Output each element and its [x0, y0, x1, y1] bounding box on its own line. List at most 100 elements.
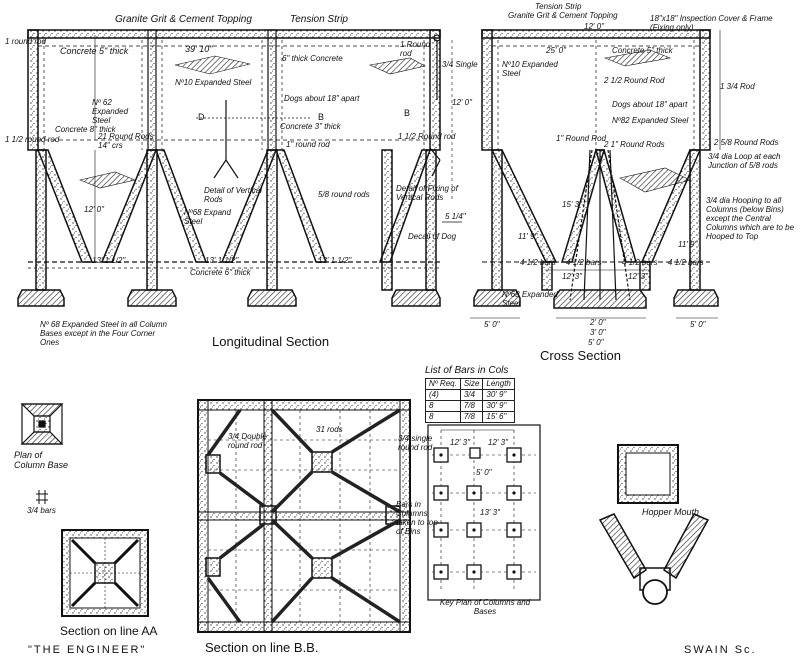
key-plan [427, 424, 541, 601]
table-cell: 8 [425, 411, 461, 423]
cross-concrete-5: Concrete 5" thick [612, 46, 673, 55]
long-dim-13-1-right: 13' 1 1/2" [318, 256, 352, 265]
cross-dim-11-9-right: 11' 9" [678, 240, 698, 249]
long-concrete-3: Concrete 3" thick [280, 122, 341, 131]
long-concrete-6-top: 6" thick Concrete [282, 54, 343, 63]
bars-table-title: List of Bars in Cols [425, 365, 509, 376]
table-cell: 30' 9" [482, 400, 515, 412]
key-plan-dim-12-3-a: 12' 3" [450, 438, 470, 447]
cross-topping-label: Granite Grit & Cement Topping [508, 11, 618, 20]
cross-dim-5-0-left: 5' 0" [484, 320, 500, 329]
table-cell: 30' 9" [482, 389, 515, 401]
detail-round-rod-2: 1 1/2 Round rod [398, 132, 456, 141]
table-cell: 7/8 [459, 400, 484, 412]
cross-tension-strip-label: Tension Strip [535, 2, 582, 11]
cross-dim-12-top: 12' 0" [584, 22, 604, 31]
cross-section [470, 29, 721, 319]
detail-dog-dim: 5 1/4" [445, 212, 466, 221]
long-concrete-6-bottom: Concrete 6" thick [190, 268, 251, 277]
long-letter-d: D [198, 112, 205, 122]
long-letter-b-left: B [318, 112, 325, 122]
detail-dog: Decail of Dog [408, 232, 457, 241]
section-aa [61, 529, 149, 617]
long-round-rods-21: 21 Round Rods 14" crs [98, 132, 154, 150]
key-plan-dim-5-0: 5' 0" [476, 468, 492, 477]
cross-round-rod-2: 2 1/2 Round Rod [604, 76, 665, 85]
table-header-cell: Length [482, 378, 515, 390]
table-row: Nº Req. Size Length [425, 378, 515, 390]
long-note-bases: Nº 68 Expanded Steel in all Column Bases… [40, 320, 167, 347]
engraver-credit: SWAIN Sc. [684, 644, 757, 656]
cross-dim-5-0-mid: 5' 0" [588, 338, 604, 347]
engineer-credit: "THE ENGINEER" [28, 644, 147, 656]
table-row: (4) 3/4 30' 9" [425, 389, 515, 401]
cross-dim-11-9-left: 11' 9" [518, 232, 538, 241]
cross-dim-12-3-right: 12' 3" [628, 272, 648, 281]
section-aa-caption: Section on line AA [60, 624, 158, 638]
longitudinal-section-caption: Longitudinal Section [212, 334, 330, 349]
hopper-mouth-caption: Hopper Mouth [642, 507, 700, 517]
tension-strip-label: Tension Strip [290, 14, 348, 25]
long-expanded-steel-62: Nº 62 Expanded Steel [92, 98, 129, 125]
long-expanded-steel-10: Nº10 Expanded Steel [175, 78, 252, 87]
long-dogs-spacing: Dogs about 18" apart [284, 94, 360, 103]
cross-section-caption: Cross Section [540, 348, 621, 363]
double-rod-label: 3/4 Double round rod [228, 432, 267, 450]
long-letter-b-right: B [404, 108, 411, 118]
detail-single: 3/4 Single [442, 60, 478, 69]
table-header-cell: Nº Req. [425, 378, 461, 390]
key-plan-caption: Key Plan of Columns and Bases [439, 598, 531, 616]
key-plan-bars-note: Bars in Columns taken to top of Bins [396, 500, 438, 536]
longitudinal-section [17, 29, 441, 307]
table-cell: 3/4 [459, 389, 484, 401]
long-round-rod-left: 1 1/2 round rod [5, 135, 60, 144]
cross-dim-25-0: 25' 0" [546, 46, 566, 55]
hopper-mouth-detail [598, 444, 710, 605]
key-plan-dim-12-3-b: 12' 3" [488, 438, 508, 447]
fixing-detail [429, 34, 462, 223]
column-base-caption: Plan of Column Base [14, 450, 69, 470]
table-cell: (4) [425, 389, 461, 401]
topping-label: Granite Grit & Cement Topping [115, 14, 252, 25]
long-round-rod-mid: 1" round rod [286, 140, 330, 149]
table-cell: 8 [425, 400, 461, 412]
long-dim-13-1-left: 13' 1 1/2" [92, 256, 126, 265]
cross-bars-4-2: 4 1/2 bars [566, 258, 602, 267]
long-round-rods-right: 5/8 round rods [318, 190, 370, 199]
detail-dim-12-side: 12' 0" [452, 98, 472, 107]
cross-round-rods-1: 2 1" Round Rods [604, 140, 665, 149]
cross-bars-4-1: 4 1/2 bars [520, 258, 556, 267]
rods-31-label: 31 rods [316, 425, 343, 434]
detail-round-rod: 1 Round rod [400, 40, 431, 58]
key-plan-dim-13-3: 13' 3" [480, 508, 500, 517]
bars-symbol-label: 3/4 bars [27, 506, 56, 515]
cross-dim-15-3: 15' 3" [562, 200, 582, 209]
long-concrete-5: Concrete 5" thick [60, 46, 129, 56]
section-bb-caption: Section on line B.B. [205, 640, 319, 655]
long-dim-13-1-mid: 13' 1 1/2" [205, 256, 239, 265]
long-dim-39-10: 39' 10" [185, 44, 213, 54]
bars-table: Nº Req. Size Length (4) 3/4 30' 9" 8 7/8… [425, 378, 515, 423]
long-concrete-8: Concrete 8" thick [55, 125, 116, 134]
cross-expanded-steel-82: Nº82 Expanded Steel [612, 116, 689, 125]
cross-rod-1-3-4: 1 3/4 Rod [720, 82, 755, 91]
cross-expanded-steel-68: Nº68 Expanded Steel [502, 290, 558, 308]
cross-dim-2-0: 2' 0" [590, 318, 606, 327]
cross-bars-4-3: 4 1/2 bars [622, 258, 658, 267]
table-row: 8 7/8 15' 6" [425, 411, 515, 423]
key-plan-single-rod: 3/4 single round rod [398, 434, 433, 452]
cross-bars-4-4: 4 1/2 bars [668, 258, 704, 267]
table-header-cell: Size [459, 378, 484, 390]
cross-dogs-spacing: Dogs about 18" apart [612, 100, 688, 109]
cross-round-rod-short: 1" Round Rod [556, 134, 606, 143]
table-cell: 15' 6" [482, 411, 515, 423]
long-expand-steel-68: Nº68 Expand Steel [184, 208, 231, 226]
cross-dim-3-0: 3' 0" [590, 328, 606, 337]
cross-round-rods-2: 2 5/8 Round Rods [714, 138, 779, 147]
cross-dim-12-3-left: 12' 3" [562, 272, 582, 281]
section-bb [197, 399, 411, 633]
table-cell: 7/8 [459, 411, 484, 423]
column-base-plan [20, 403, 64, 504]
